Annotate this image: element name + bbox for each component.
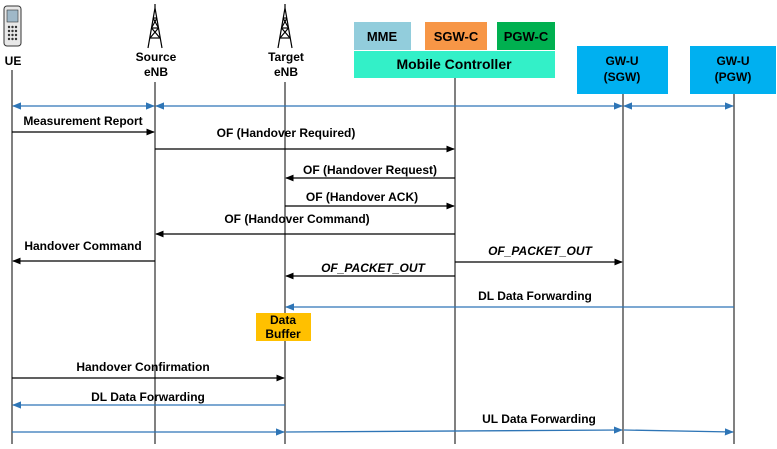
message-label: OF_PACKET_OUT — [488, 244, 593, 258]
message-label: OF (Handover Command) — [224, 212, 369, 226]
message-label: UL Data Forwarding — [482, 412, 596, 426]
ue-label: UE — [5, 54, 22, 68]
data-buffer-label-line2: Buffer — [265, 327, 301, 341]
message-ul-forwarding: UL Data Forwarding — [12, 412, 734, 436]
gw-u-pgw-box — [690, 46, 776, 94]
pgw-c-label: PGW-C — [504, 29, 549, 44]
message-label: Measurement Report — [23, 114, 142, 128]
message-label: DL Data Forwarding — [91, 390, 205, 404]
message-measurement-report: Measurement Report — [12, 114, 155, 136]
message-label: Handover Command — [24, 239, 141, 253]
message-label: OF (Handover Required) — [217, 126, 356, 140]
message-label: Handover Confirmation — [76, 360, 209, 374]
message-label: OF (Handover Request) — [303, 163, 437, 177]
source-enb-label-line2: eNB — [144, 65, 168, 79]
message-label: OF (Handover ACK) — [306, 190, 418, 204]
message-of-packet-out-sgw: OF_PACKET_OUT — [455, 244, 623, 266]
target-enb-label-line1: Target — [268, 50, 304, 64]
cell-tower-icon — [277, 4, 293, 49]
message-handover-required: OF (Handover Required) — [155, 126, 455, 153]
mme-box — [354, 22, 411, 50]
message-of-packet-out-target: OF_PACKET_OUT — [285, 261, 455, 280]
mobile-controller-label: Mobile Controller — [396, 56, 512, 72]
target-enb-label-line2: eNB — [274, 65, 298, 79]
message-dl-forwarding-ue: DL Data Forwarding — [12, 390, 285, 409]
message-dl-forwarding-pgw: DL Data Forwarding — [285, 289, 734, 311]
data-buffer-box — [256, 313, 311, 341]
gw-u-sgw-label-line1: GW-U — [605, 54, 638, 68]
message-handover-request: OF (Handover Request) — [285, 163, 455, 182]
message-handover-ack: OF (Handover ACK) — [285, 190, 455, 210]
source-enb-label-line1: Source — [136, 50, 177, 64]
message-handover-command: Handover Command — [12, 239, 155, 265]
message-handover-command-of: OF (Handover Command) — [155, 212, 455, 238]
phone-icon — [3, 5, 22, 47]
lifelines — [11, 70, 735, 444]
mobile-controller-box — [354, 51, 555, 78]
mme-label: MME — [367, 29, 398, 44]
sgw-c-label: SGW-C — [434, 29, 479, 44]
sgw-c-box — [425, 22, 487, 50]
gw-u-sgw-label-line2: (SGW) — [604, 70, 641, 84]
message-handover-confirmation: Handover Confirmation — [12, 360, 285, 382]
pgw-c-box — [497, 22, 555, 50]
arrow-target-sgw — [285, 426, 623, 434]
arrow-sgw-pgw — [623, 428, 734, 436]
gw-u-sgw-box — [577, 46, 668, 94]
cell-tower-icon — [147, 4, 163, 49]
gw-u-pgw-label-line1: GW-U — [716, 54, 749, 68]
data-buffer-label-line1: Data — [270, 313, 296, 327]
gw-u-pgw-label-line2: (PGW) — [715, 70, 752, 84]
message-label: OF_PACKET_OUT — [321, 261, 426, 275]
message-label: DL Data Forwarding — [478, 289, 592, 303]
